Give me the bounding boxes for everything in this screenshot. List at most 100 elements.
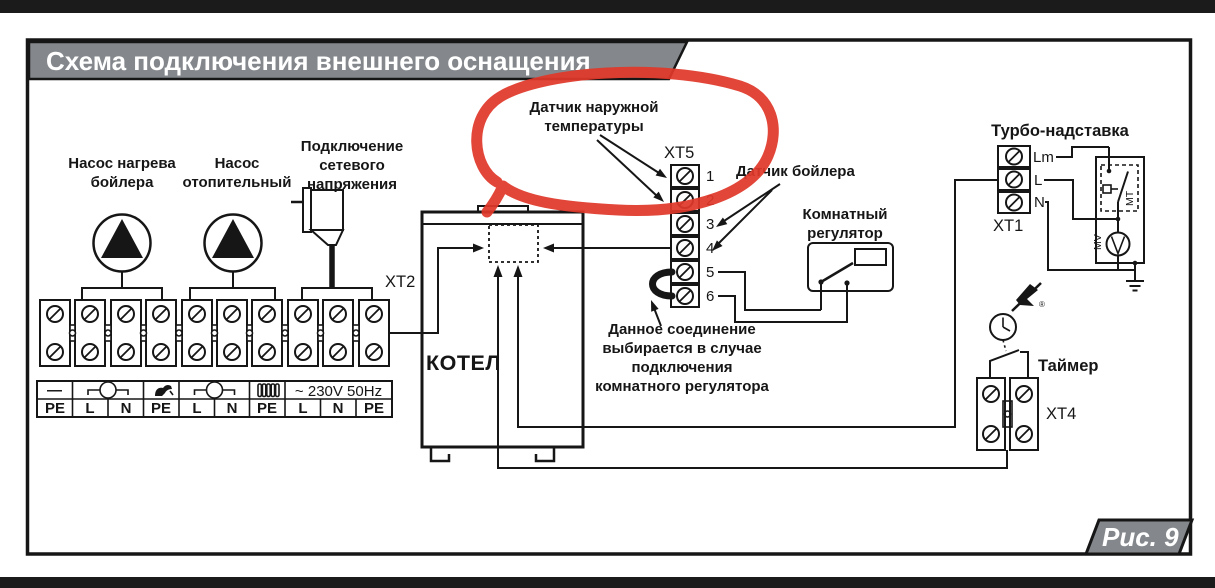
room-regulator-label-line1: Комнатный bbox=[802, 206, 887, 223]
fan-label: MV bbox=[1092, 234, 1104, 250]
pump-heating-bracket bbox=[189, 271, 276, 300]
pump-boiler-bracket bbox=[81, 271, 163, 300]
svg-text:L: L bbox=[1034, 172, 1042, 189]
outdoor-sensor-annotation: Датчик наружной температуры bbox=[530, 99, 667, 202]
xt1-label: XT1 bbox=[993, 217, 1023, 235]
arrowhead bbox=[473, 243, 484, 253]
wire-l bbox=[1044, 179, 1118, 220]
screw-icon bbox=[294, 305, 312, 323]
jumper-note: Данное соединение выбирается в случае по… bbox=[595, 300, 770, 395]
wire-lm bbox=[1056, 146, 1109, 158]
pump-heating-label-line2: отопительный bbox=[183, 174, 292, 191]
page-title: Схема подключения внешнего оснащения bbox=[46, 46, 591, 76]
mains-connection: Подключение сетевого напряжения bbox=[291, 138, 403, 300]
registered-mark: ® bbox=[1039, 300, 1045, 309]
screw-icon bbox=[676, 263, 694, 281]
pump-boiler-label-line1: Насос нагрева bbox=[68, 155, 176, 172]
svg-text:PE: PE bbox=[151, 400, 171, 417]
arrowhead bbox=[655, 168, 667, 178]
svg-text:N: N bbox=[333, 400, 344, 417]
svg-text:N: N bbox=[1034, 194, 1045, 211]
pump-boiler-label-line2: бойлера bbox=[91, 174, 154, 191]
figure-banner bbox=[1083, 518, 1195, 556]
screw-icon bbox=[676, 167, 694, 185]
svg-text:5: 5 bbox=[706, 264, 714, 281]
screw-icon bbox=[81, 305, 99, 323]
timer-section: Таймер XT4 bbox=[976, 313, 1098, 451]
boiler-connector-zone bbox=[488, 224, 539, 263]
svg-text:PE: PE bbox=[364, 400, 384, 417]
arrowhead bbox=[543, 243, 554, 253]
mains-rating: ~ 230V 50Hz bbox=[295, 383, 382, 400]
screw-icon bbox=[46, 305, 64, 323]
legend-bottom-dividers bbox=[71, 399, 357, 417]
room-regulator-switch bbox=[820, 261, 854, 284]
screw-icon bbox=[1015, 425, 1033, 443]
jumper-note-line3: подключения bbox=[631, 359, 732, 376]
legend-pin-labels: PE L N PE L N PE L N PE bbox=[45, 400, 384, 417]
screw-icon bbox=[1005, 193, 1023, 212]
jumper-note-line4: комнатного регулятора bbox=[595, 378, 769, 395]
mains-bracket bbox=[301, 287, 373, 300]
screw-icon bbox=[152, 305, 170, 323]
xt2-label: XT2 bbox=[385, 273, 415, 291]
thermostat-label: МТ bbox=[1124, 190, 1136, 206]
svg-text:PE: PE bbox=[257, 400, 277, 417]
screw-icon bbox=[294, 343, 312, 361]
screw-icon bbox=[188, 305, 206, 323]
svg-text:PE: PE bbox=[45, 400, 65, 417]
timer-switch bbox=[989, 349, 1029, 378]
svg-text:6: 6 bbox=[706, 288, 714, 305]
room-regulator-display bbox=[854, 248, 887, 266]
boiler-foot-right bbox=[534, 447, 556, 463]
wire-to-xt1 bbox=[517, 179, 998, 428]
wire-n bbox=[1045, 201, 1135, 271]
room-regulator-body bbox=[807, 242, 894, 292]
screw-icon bbox=[1005, 147, 1023, 166]
xt5-label: XT5 bbox=[664, 144, 694, 162]
screw-icon bbox=[676, 287, 694, 305]
left-terminal-strip: — ~ 230V 50Hz PE L N PE L bbox=[36, 299, 393, 418]
svg-text:L: L bbox=[85, 400, 94, 417]
timer-label: Таймер bbox=[1038, 357, 1098, 375]
jumper-note-line2: выбирается в случае bbox=[602, 340, 761, 357]
pump-triangle bbox=[212, 219, 254, 258]
wires bbox=[493, 179, 1008, 469]
bottom-edge-band bbox=[0, 577, 1215, 588]
turbo-box bbox=[1095, 156, 1145, 264]
xt5-terminal-boxes bbox=[670, 164, 700, 308]
mains-label-line1: Подключение bbox=[301, 138, 403, 155]
pump-small-icon bbox=[193, 381, 236, 399]
svg-text:Lm: Lm bbox=[1033, 149, 1054, 166]
screw-icon bbox=[1015, 385, 1033, 403]
arrowhead bbox=[716, 217, 728, 227]
jumper-note-line1: Данное соединение bbox=[608, 321, 755, 338]
xt4-terminal-block bbox=[976, 377, 1039, 451]
legend-dash: — bbox=[47, 382, 62, 399]
screw-icon bbox=[982, 425, 1000, 443]
pump-small-icon bbox=[87, 381, 129, 399]
screw-icon bbox=[188, 343, 206, 361]
pump-heating: Насос отопительный bbox=[183, 155, 292, 300]
turbo-thermostat-zone bbox=[1100, 164, 1139, 212]
svg-text:L: L bbox=[298, 400, 307, 417]
screw-icon bbox=[117, 305, 135, 323]
screw-icon bbox=[365, 343, 383, 361]
mains-label-line2: сетевого bbox=[319, 157, 385, 174]
svg-text:L: L bbox=[192, 400, 201, 417]
arrowhead bbox=[653, 191, 664, 202]
xt4-label: XT4 bbox=[1046, 405, 1076, 423]
arrowhead bbox=[651, 300, 659, 312]
pump-heating-label-line1: Насос bbox=[215, 155, 260, 172]
thermostat-switch: МТ bbox=[1102, 147, 1136, 206]
wire-to-xt4 bbox=[497, 277, 1008, 469]
boiler-label: КОТЕЛ bbox=[426, 351, 501, 375]
tap-icon bbox=[155, 384, 174, 396]
pump-triangle bbox=[101, 219, 143, 258]
legend-top-dividers bbox=[71, 381, 286, 399]
screw-icon bbox=[46, 343, 64, 361]
jumper-loop bbox=[649, 268, 676, 300]
svg-text:N: N bbox=[121, 400, 132, 417]
screw-icon bbox=[152, 343, 170, 361]
wire-xt5-6-regulator bbox=[718, 283, 848, 323]
